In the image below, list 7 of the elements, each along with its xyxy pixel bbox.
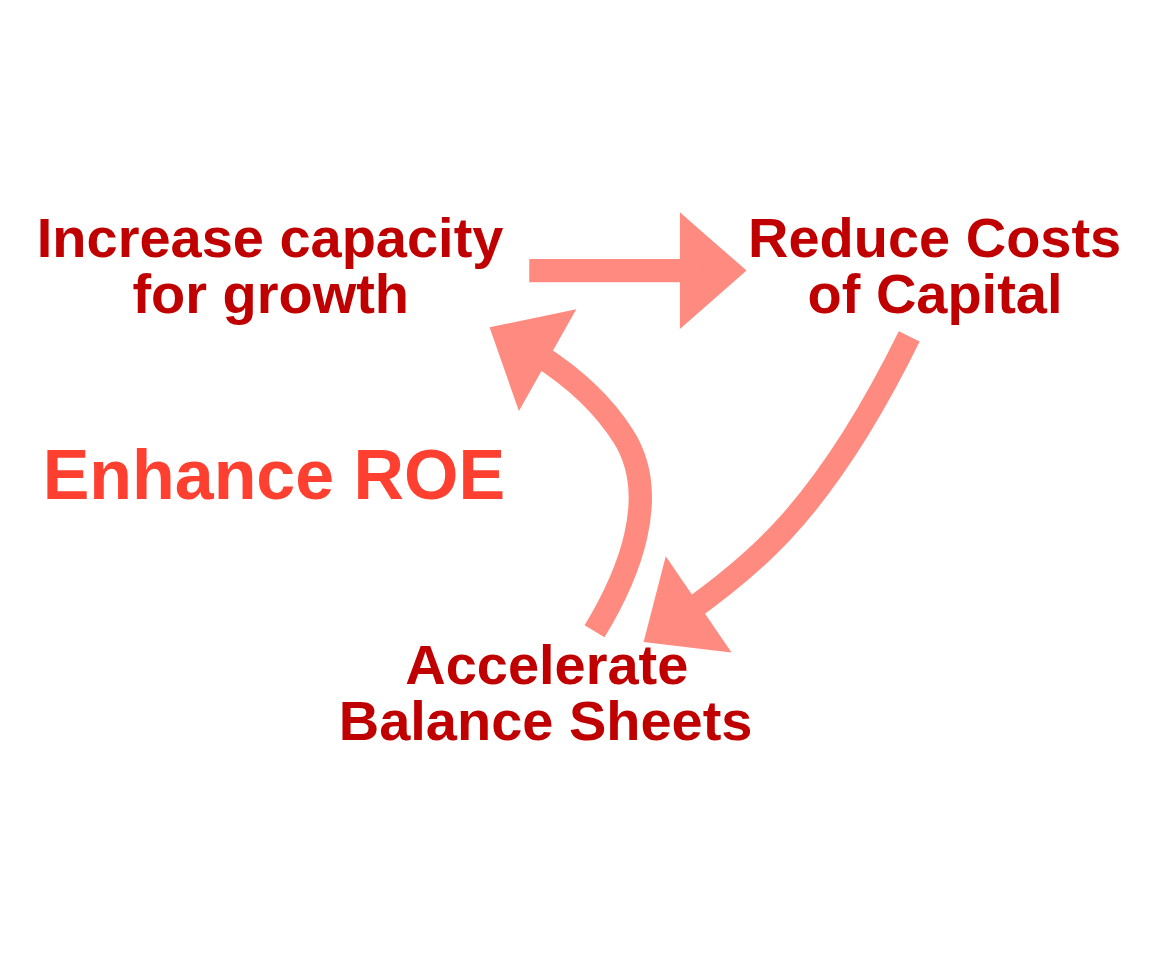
node-text: Enhance ROE — [42, 436, 506, 515]
node-text: Accelerate Balance Sheets — [338, 632, 753, 752]
arrow — [529, 212, 747, 329]
arrow — [489, 309, 652, 638]
arrow — [643, 331, 920, 653]
node-text: Reduce Costs of Capital — [748, 206, 1122, 326]
node-text: Increase capacity for growth — [36, 206, 504, 326]
